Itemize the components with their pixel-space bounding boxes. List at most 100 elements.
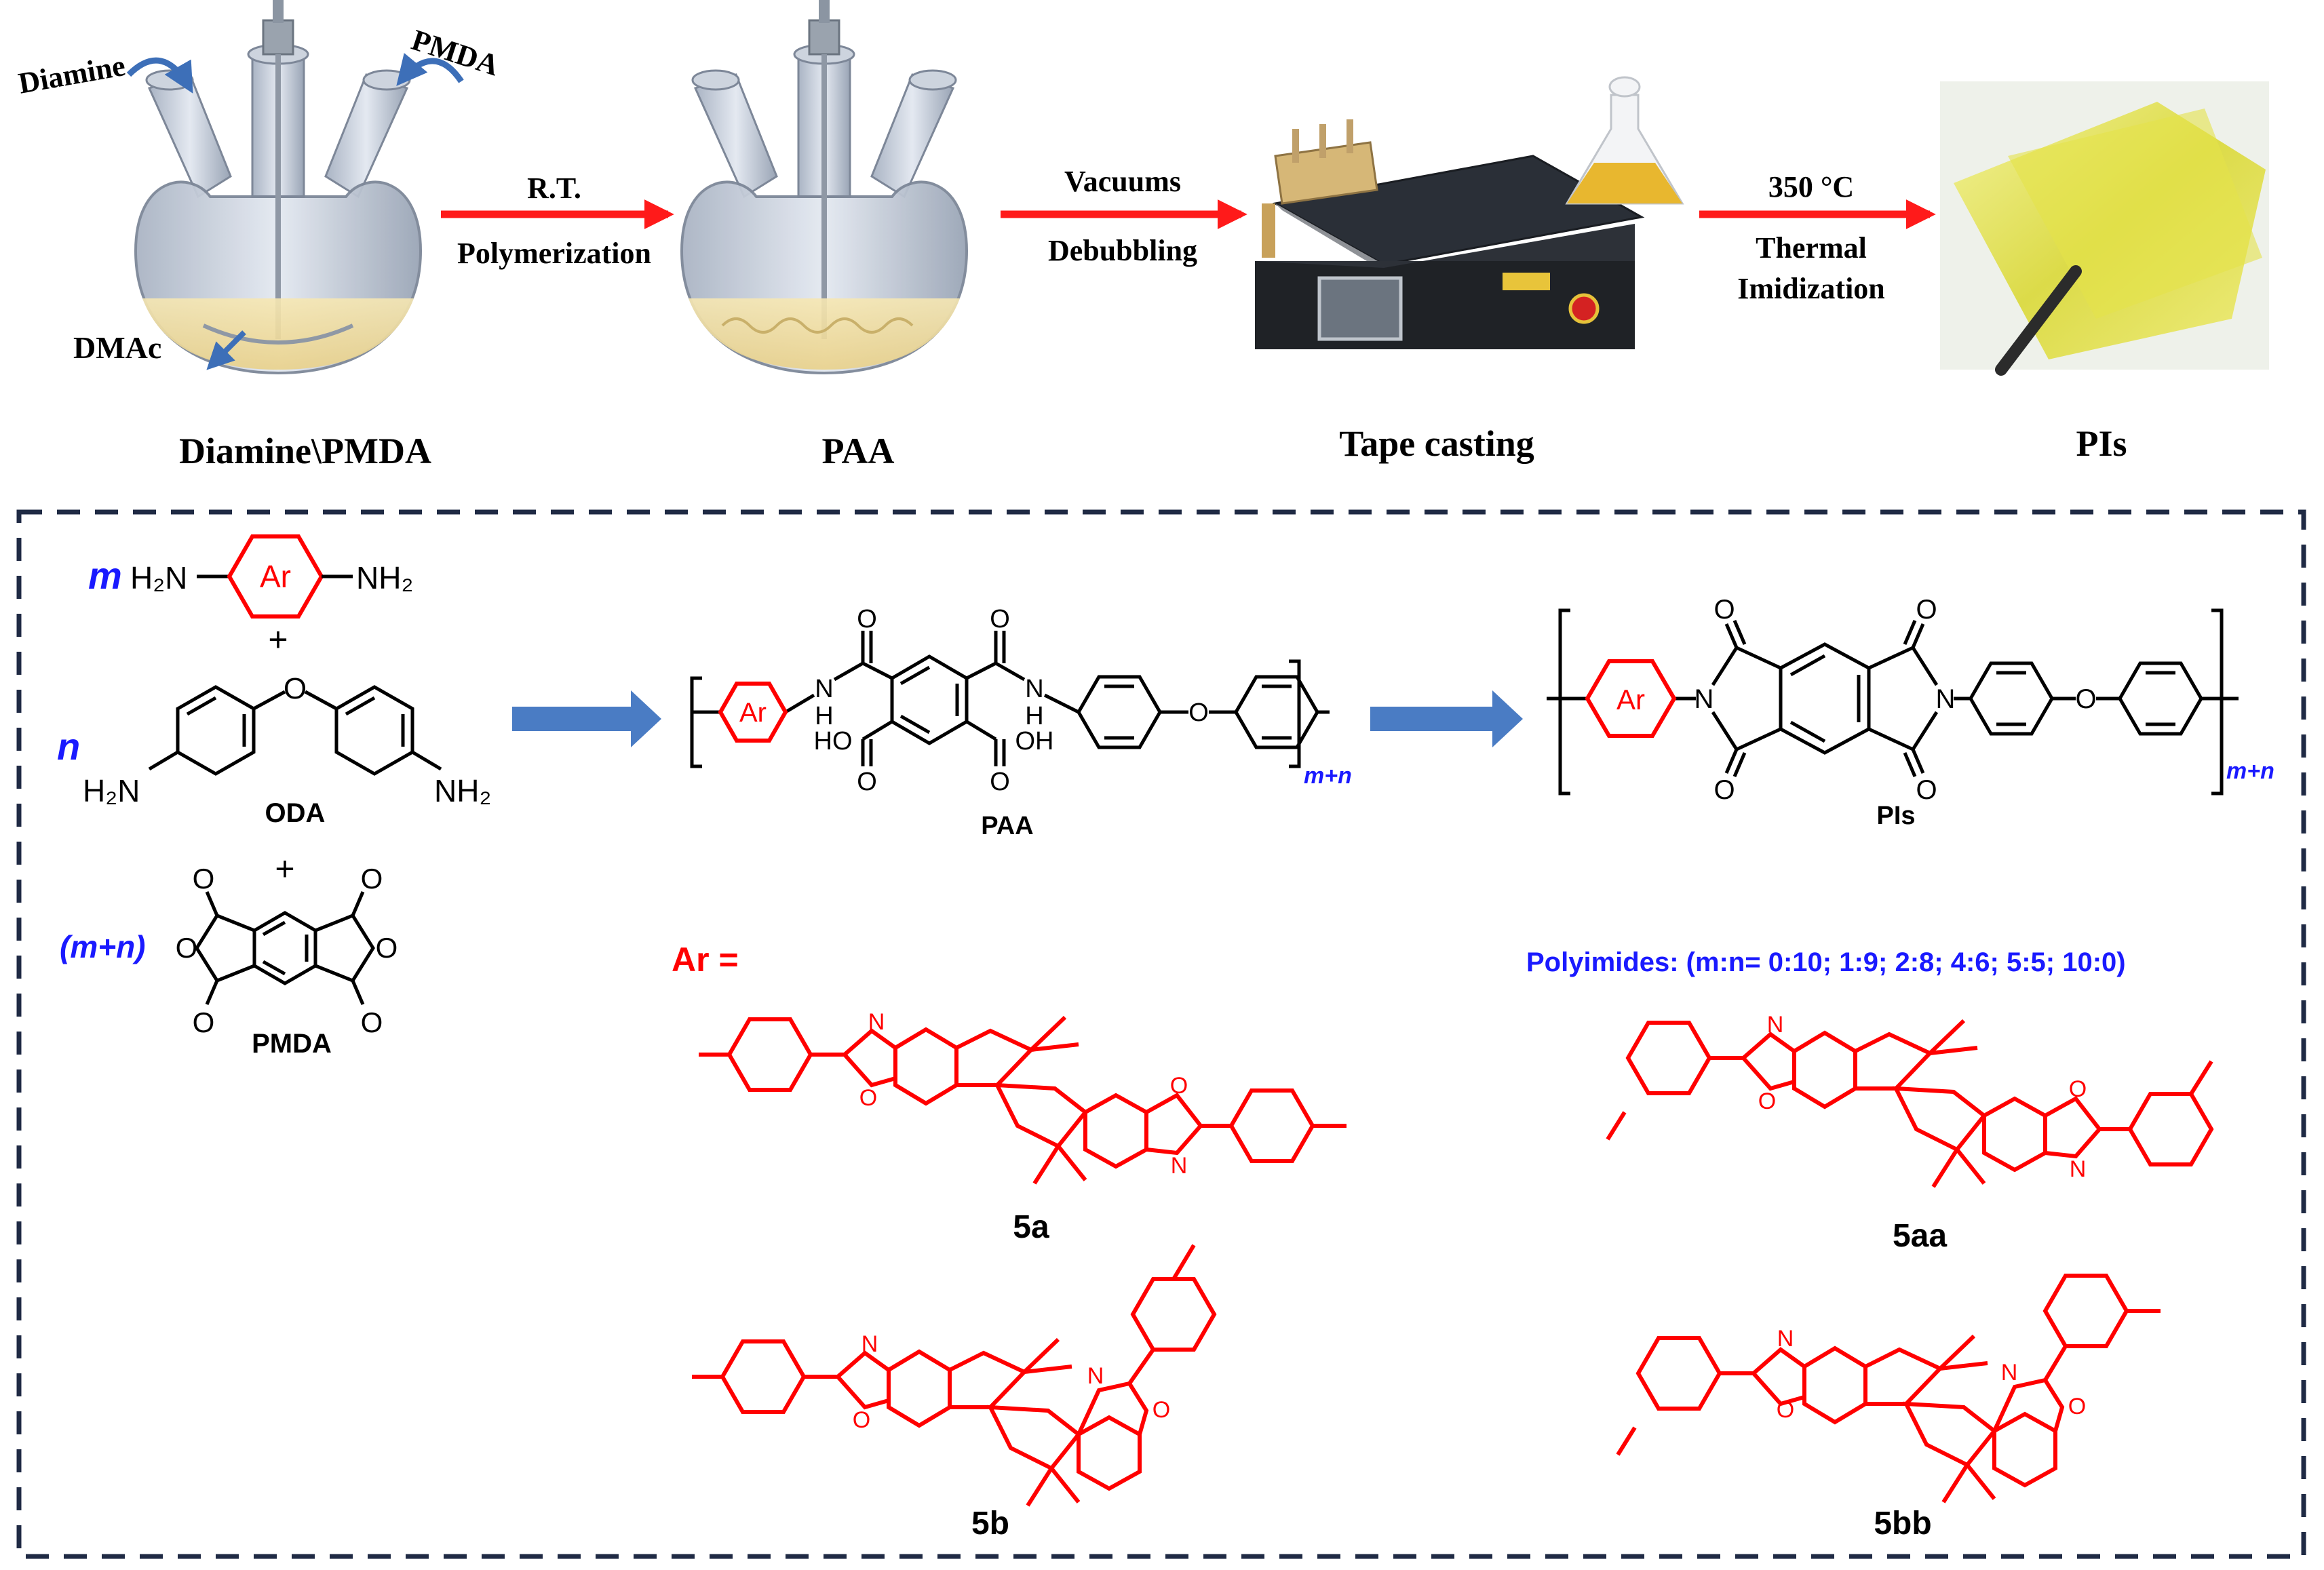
structure-5bb — [1616, 1274, 2161, 1504]
step3-mid-label: Thermal — [1756, 231, 1867, 264]
structure-5bb-n2: N — [2001, 1360, 2018, 1386]
pi-label: PIs — [1876, 802, 1915, 830]
paa-n1: N — [815, 675, 833, 703]
h2n-left: H₂N — [130, 560, 187, 595]
oda-nh2: NH₂ — [434, 773, 491, 808]
paa-ho: HO — [814, 727, 853, 755]
step3-top-label: 350 °C — [1768, 170, 1854, 203]
paa-n2: N — [1025, 675, 1043, 703]
n-coefficient: n — [57, 725, 80, 768]
step2-bottom-label: Debubbling — [1048, 234, 1197, 267]
structure-5bb-n: N — [1777, 1326, 1794, 1352]
paa-o3: O — [857, 768, 877, 796]
arrow-to-paa — [512, 690, 661, 747]
label-diamine-pmda: Diamine\PMDA — [179, 431, 431, 471]
structure-5a — [699, 1015, 1347, 1185]
paa-label: PAA — [981, 812, 1033, 840]
diamine-label: Diamine — [16, 49, 128, 100]
oda-monomer — [148, 685, 442, 776]
paa-o2: O — [990, 605, 1010, 633]
step1-bottom-label: Polymerization — [457, 237, 651, 270]
structure-5a-o2: O — [1170, 1073, 1188, 1099]
pi-o3: O — [1713, 775, 1735, 805]
structure-5a-n: N — [868, 1009, 885, 1035]
pmda-o6: O — [361, 1006, 383, 1038]
mn-coefficient: (m+n) — [60, 929, 146, 964]
pmda-o4: O — [376, 932, 398, 964]
compound-5aa: 5aa — [1893, 1218, 1947, 1254]
label-tape-casting: Tape casting — [1339, 423, 1534, 464]
pmda-label: PMDA — [252, 1029, 332, 1059]
step1-top-label: R.T. — [527, 172, 581, 205]
paa-ether-o: O — [1188, 699, 1209, 727]
structure-5b-o1: O — [853, 1407, 870, 1433]
pi-ar-ring — [1585, 659, 1677, 738]
structure-5aa-o1: O — [1758, 1088, 1776, 1114]
flask-diamine-pmda — [134, 0, 422, 375]
scheme-box — [16, 509, 2306, 1559]
structure-5aa-o2: O — [2069, 1076, 2087, 1102]
structure-5b — [692, 1244, 1217, 1507]
oda-oxygen: O — [284, 672, 307, 705]
diamine-monomer: m H₂N Ar NH₂ — [88, 534, 413, 619]
structure-5bb-o1: O — [1777, 1397, 1794, 1423]
structure-5b-n: N — [861, 1331, 878, 1357]
compound-5b: 5b — [971, 1506, 1009, 1542]
pi-ar-label: Ar — [1616, 684, 1645, 715]
m-coefficient: m — [88, 554, 122, 597]
pi-film-photo — [1940, 81, 2269, 376]
pmda-o2: O — [361, 863, 383, 895]
paa-oh: OH — [1015, 727, 1054, 755]
polyimides-ratio: Polyimides: (m:n= 0:10; 1:9; 2:8; 4:6; 5… — [1526, 947, 2126, 977]
structure-5b-o2: O — [1153, 1397, 1170, 1423]
pmda-o1: O — [193, 863, 215, 895]
step2-top-label: Vacuums — [1064, 165, 1181, 198]
tape-casting-machine — [1255, 119, 1645, 349]
label-pis: PIs — [2076, 423, 2127, 464]
diamine-curved-arrow — [126, 57, 193, 94]
pmda-monomer — [195, 891, 375, 1005]
ar-equals: Ar = — [672, 941, 739, 979]
dmac-label: DMAc — [73, 330, 161, 365]
pi-n1: N — [1694, 684, 1714, 714]
arrow-to-pis — [1370, 690, 1523, 747]
paa-h1: H — [815, 702, 833, 730]
paa-ar-label: Ar — [739, 698, 767, 728]
structure-5a-n2: N — [1171, 1153, 1188, 1179]
dmac-arrow — [206, 330, 246, 370]
structure-5aa — [1606, 1019, 2214, 1188]
structure-5bb-o2: O — [2068, 1394, 2086, 1419]
paa-structure — [690, 631, 1330, 768]
flask-paa — [680, 0, 968, 375]
pmda-curved-arrow — [396, 52, 464, 86]
structure-5b-n2: N — [1087, 1363, 1104, 1389]
pi-o1: O — [1713, 595, 1735, 625]
solution-flask — [1565, 76, 1684, 205]
ar-in-diamine: Ar — [260, 559, 291, 594]
pmda-o3: O — [176, 932, 198, 964]
pi-o2: O — [1916, 595, 1937, 625]
structure-5aa-n2: N — [2070, 1156, 2087, 1182]
plus-1: + — [268, 621, 288, 659]
nh2-right: NH₂ — [356, 560, 413, 595]
pi-ether-o: O — [2075, 684, 2096, 714]
paa-h2: H — [1025, 702, 1043, 730]
label-paa: PAA — [822, 431, 895, 471]
pmda-o5: O — [193, 1006, 215, 1038]
compound-5bb: 5bb — [1874, 1506, 1931, 1542]
oda-label: ODA — [265, 798, 326, 828]
pi-o4: O — [1916, 775, 1937, 805]
paa-o1: O — [857, 605, 877, 633]
step3-bottom-label: Imidization — [1737, 272, 1885, 305]
paa-o4: O — [990, 768, 1010, 796]
pi-structure — [1547, 608, 2239, 796]
structure-5aa-n: N — [1767, 1012, 1784, 1038]
plus-2: + — [275, 850, 294, 888]
pi-n2: N — [1936, 684, 1956, 714]
paa-subscript: m+n — [1304, 763, 1352, 789]
oda-h2n: H₂N — [83, 773, 140, 808]
paa-ar-ring — [718, 682, 788, 743]
compound-5a: 5a — [1013, 1209, 1049, 1245]
pi-subscript: m+n — [2226, 758, 2274, 784]
